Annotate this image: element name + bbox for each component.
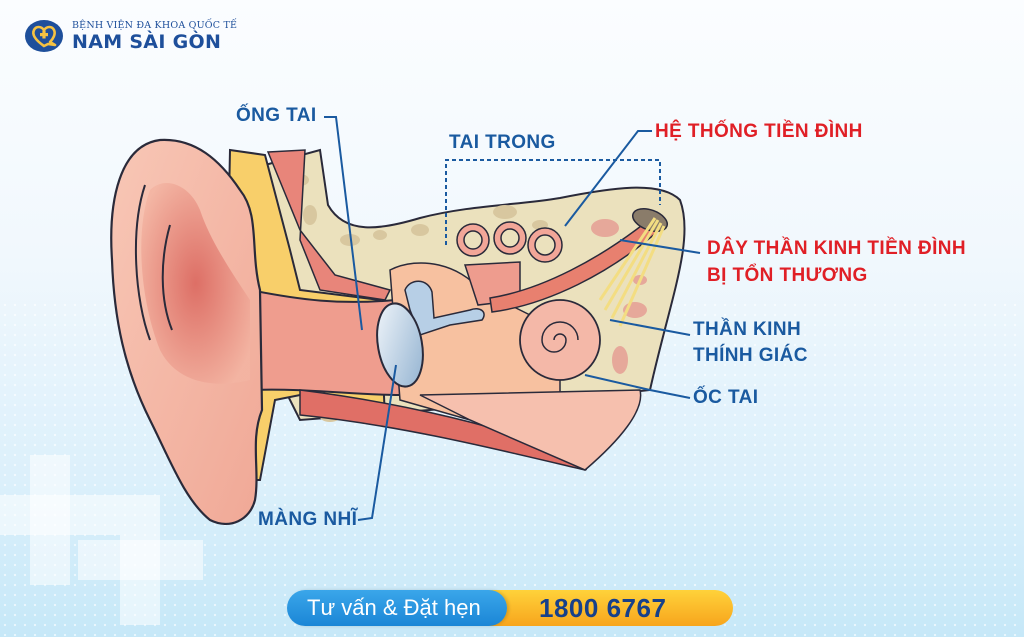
label-vestibular-nerve-line2: BỊ TỔN THƯƠNG	[707, 265, 868, 286]
label-ear-canal: ỐNG TAI	[236, 105, 317, 126]
hospital-logo[interactable]: BỆNH VIỆN ĐA KHOA QUỐC TẾ NAM SÀI GÒN	[24, 18, 237, 54]
hotline-phone-number[interactable]: 1800 6767	[487, 590, 733, 626]
brand-name: NAM SÀI GÒN	[72, 30, 222, 53]
consultation-booking-banner[interactable]: Tư vấn & Đặt hẹn 1800 6767	[287, 590, 733, 626]
decorative-cross	[78, 540, 203, 580]
label-vestibular-system: HỆ THỐNG TIỀN ĐÌNH	[655, 121, 863, 142]
label-vestibular-nerve-line1: DÂY THẦN KINH TIỀN ĐÌNH	[707, 238, 967, 259]
label-auditory-nerve-line2: THÍNH GIÁC	[693, 345, 808, 366]
label-eardrum: MÀNG NHĨ	[258, 509, 358, 530]
label-cochlea: ỐC TAI	[693, 387, 759, 408]
brand-subtitle: BỆNH VIỆN ĐA KHOA QUỐC TẾ	[72, 19, 238, 31]
decorative-cross	[0, 495, 120, 535]
label-auditory-nerve-line1: THẦN KINH	[693, 319, 802, 340]
consultation-button[interactable]: Tư vấn & Đặt hẹn	[287, 590, 507, 626]
heart-cross-icon	[25, 20, 63, 52]
label-inner-ear: TAI TRONG	[449, 132, 556, 153]
